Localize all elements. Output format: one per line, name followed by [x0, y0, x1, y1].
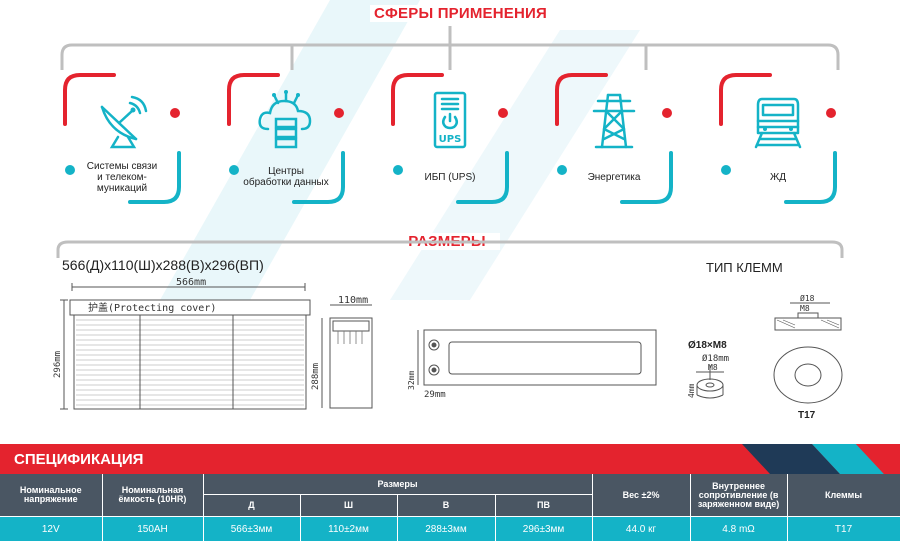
application-label: ЖД [769, 171, 786, 183]
battery-side-drawing [321, 304, 373, 409]
cloud-server-icon [258, 90, 312, 149]
terminal-small-thread: Ø18×M8 [688, 340, 727, 351]
application-card-energy: Энергетика [554, 72, 674, 205]
cell-voltage: 12V [0, 516, 103, 541]
header-voltage: Номинальное напряжение [0, 474, 103, 517]
front-length-label: 566mm [176, 277, 206, 288]
cell-terminals: T17 [787, 516, 900, 541]
battery-top-drawing [417, 329, 657, 386]
terminal-small-bolt: M8 [708, 363, 718, 372]
terminal-small-depth: 4mm [687, 383, 696, 398]
application-card-datacenter: Центры обработки данных [226, 72, 346, 205]
cell-weight: 44.0 кг [592, 516, 691, 541]
applications-heading: СФЕРЫ ПРИМЕНЕНИЯ [370, 5, 547, 22]
terminal-large-name: T17 [798, 410, 816, 421]
application-card-ups: UPS ИБП (UPS) [390, 72, 510, 205]
spec-banner [0, 444, 900, 474]
dimensions-summary: 566(Д)x110(Ш)x288(В)x296(ВП) [62, 257, 264, 273]
terminal-large-diameter: Ø18 [800, 293, 815, 303]
cell-length: 566±3мм [203, 516, 301, 541]
terminal-small-drawing [696, 365, 724, 399]
header-resistance: Внутреннее сопротивление (в заряженном в… [690, 474, 788, 517]
power-tower-icon [592, 93, 636, 149]
spec-table: Номинальное напряжение Номинальная ёмкос… [0, 474, 900, 541]
satellite-dish-icon [100, 95, 148, 149]
application-card-railway: ЖД [718, 72, 838, 205]
application-label: ИБП (UPS) [424, 171, 476, 183]
front-height-label: 296mm [53, 351, 63, 378]
cell-capacity: 150AH [102, 516, 204, 541]
header-dimensions: Размеры [203, 474, 593, 495]
application-label: Энергетика [587, 171, 641, 183]
table-row: 12V 150AH 566±3мм 110±2мм 288±3мм 296±3м… [0, 516, 900, 541]
terminal-large-drawing [773, 302, 843, 404]
train-icon [754, 97, 802, 149]
header-height: В [397, 494, 496, 517]
header-length: Д [203, 494, 301, 517]
top-dim-a-label: 32mm [407, 371, 416, 390]
application-card-telecom: Системы связи и телеком- муникаций [62, 72, 182, 205]
ups-icon: UPS [433, 91, 467, 149]
application-label: Центры обработки данных [243, 166, 329, 188]
applications-bracket [60, 26, 840, 70]
header-weight: Вес ±2% [592, 474, 691, 517]
cell-height: 288±3мм [397, 516, 496, 541]
terminal-type-label: ТИП КЛЕММ [706, 260, 783, 275]
cell-resistance: 4.8 mΩ [690, 516, 788, 541]
application-label: Системы связи и телеком- муникаций [86, 160, 158, 194]
battery-front-drawing [60, 283, 311, 410]
header-terminals: Клеммы [787, 474, 900, 517]
cell-total-height: 296±3мм [495, 516, 593, 541]
ups-badge-text: UPS [439, 134, 462, 145]
top-dim-b-label: 29mm [424, 390, 446, 400]
terminal-large-bolt: M8 [800, 304, 810, 313]
terminal-small-diameter: Ø18mm [702, 353, 729, 364]
dimensions-bracket [56, 240, 844, 258]
front-cover-label: 护盖(Protecting cover) [88, 301, 216, 314]
header-width: Ш [300, 494, 398, 517]
side-height-label: 288mm [311, 363, 321, 390]
header-capacity: Номинальная ёмкость (10HR) [102, 474, 204, 517]
cell-width: 110±2мм [300, 516, 398, 541]
header-total-height: ПВ [495, 494, 593, 517]
side-width-label: 110mm [338, 295, 368, 306]
spec-heading: СПЕЦИФИКАЦИЯ [14, 451, 144, 468]
